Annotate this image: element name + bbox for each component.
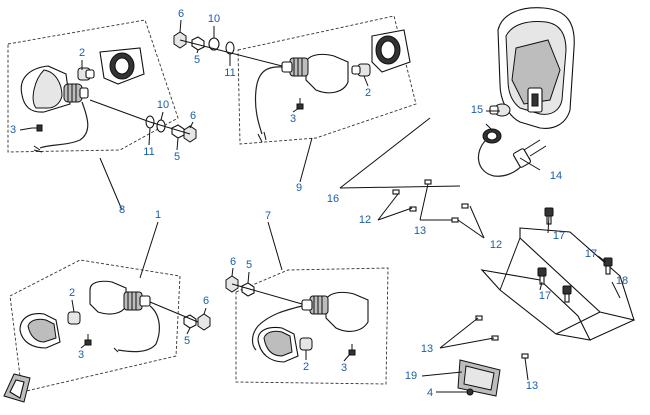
- group-8-turn-signal-assembly: [7, 19, 197, 153]
- lens-icon: [257, 326, 299, 363]
- lens-icon: [19, 313, 61, 349]
- callout-1: 1: [155, 209, 161, 221]
- callout-6: 6: [178, 8, 184, 20]
- bulb-socket-icon: [371, 29, 411, 73]
- callout-labels: 2 3 10 6 11 5 8 6 10 5 11 2 3 9 15 16 14…: [10, 8, 628, 399]
- callout-17: 17: [585, 248, 597, 260]
- callout-6: 6: [230, 256, 236, 268]
- callout-3: 3: [78, 349, 84, 361]
- bulb-icon: [489, 103, 511, 117]
- callout-18: 18: [616, 275, 628, 287]
- washer-icon: [208, 37, 235, 55]
- turn-signal-housing-icon: [301, 291, 369, 332]
- callout-5: 5: [184, 335, 190, 347]
- callout-2: 2: [79, 47, 85, 59]
- callout-2: 2: [69, 287, 75, 299]
- callout-6: 6: [190, 110, 196, 122]
- callout-9: 9: [296, 182, 302, 194]
- callout-5: 5: [194, 54, 200, 66]
- callout-3: 3: [290, 113, 296, 125]
- screw-icon: [296, 98, 304, 110]
- callout-2: 2: [303, 361, 309, 373]
- license-plate-light-icon: [457, 359, 501, 397]
- callout-13: 13: [414, 225, 426, 237]
- callout-4: 4: [427, 387, 433, 399]
- callout-16: 16: [327, 193, 339, 205]
- group-7-turn-signal-assembly: [225, 267, 389, 385]
- callout-14: 14: [550, 170, 562, 182]
- orientation-arrow-icon: [3, 373, 31, 403]
- callout-3: 3: [10, 124, 16, 136]
- screw-icon: [32, 124, 43, 132]
- group-1-turn-signal-assembly: [9, 259, 211, 393]
- tail-light-assembly: [477, 7, 575, 177]
- bulb-icon: [67, 311, 81, 325]
- bulb-socket-icon: [482, 128, 502, 144]
- nut-icon: [183, 313, 211, 331]
- callout-17: 17: [539, 290, 551, 302]
- callout-10: 10: [157, 99, 169, 111]
- callout-19: 19: [405, 370, 417, 382]
- bulb-icon: [299, 337, 313, 351]
- turn-signal-housing-icon: [20, 65, 89, 113]
- callout-5: 5: [246, 259, 252, 271]
- nut-icon: [173, 31, 205, 51]
- callout-6: 6: [203, 295, 209, 307]
- callout-12: 12: [359, 214, 371, 226]
- callout-12: 12: [490, 239, 502, 251]
- turn-signal-housing-icon: [281, 53, 349, 94]
- screw-icon: [84, 334, 92, 346]
- screw-icon: [348, 344, 356, 356]
- callout-13: 13: [421, 343, 433, 355]
- bulb-socket-icon: [99, 47, 145, 85]
- callout-7: 7: [265, 210, 271, 222]
- callout-17: 17: [553, 230, 565, 242]
- callout-11: 11: [143, 146, 154, 158]
- bulb-icon: [351, 63, 371, 77]
- bulb-icon: [77, 67, 95, 81]
- nut-icon: [171, 124, 197, 143]
- callout-5: 5: [174, 151, 180, 163]
- callout-13: 13: [526, 380, 538, 392]
- callout-8: 8: [119, 204, 125, 216]
- license-plate-bracket-icon: [480, 227, 635, 341]
- callout-15: 15: [471, 104, 483, 116]
- callout-3: 3: [341, 362, 347, 374]
- callout-11: 11: [224, 67, 235, 79]
- turn-signal-housing-icon: [89, 280, 151, 315]
- callout-10: 10: [208, 13, 220, 25]
- callout-2: 2: [365, 87, 371, 99]
